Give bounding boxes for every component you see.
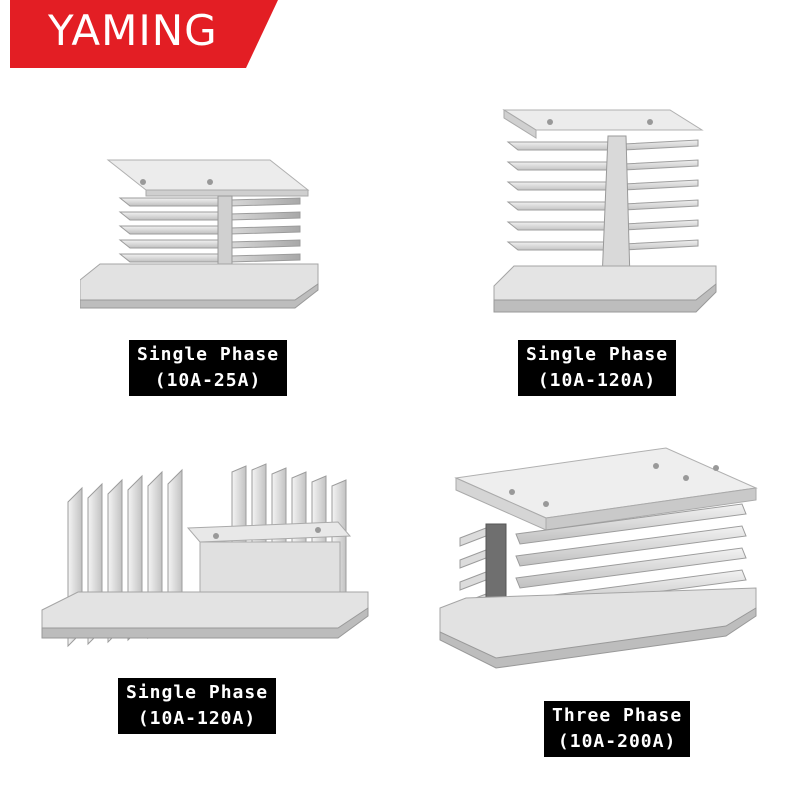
phase-text: Single Phase <box>137 344 280 365</box>
current-range-text: (10A-120A) <box>537 370 657 391</box>
current-range-text: (10A-120A) <box>137 708 257 729</box>
heatsink-three-phase-image <box>436 438 766 692</box>
heatsink-tall-image <box>490 100 730 334</box>
brand-logo: YAMING <box>48 6 218 55</box>
current-range-text: (10A-200A) <box>557 731 677 752</box>
phase-text: Single Phase <box>126 682 269 703</box>
current-range-text: (10A-25A) <box>154 370 262 391</box>
product-label-3: Single Phase (10A-120A) <box>118 678 277 734</box>
product-label-2: Single Phase (10A-120A) <box>518 340 677 396</box>
product-label-4: Three Phase (10A-200A) <box>544 701 691 757</box>
phase-text: Three Phase <box>552 705 683 726</box>
phase-text: Single Phase <box>526 344 669 365</box>
heatsink-small-image <box>79 150 340 334</box>
product-label-1: Single Phase (10A-25A) <box>129 340 288 396</box>
brand-banner: YAMING <box>0 0 280 68</box>
heatsink-u-shape-image <box>38 462 378 666</box>
